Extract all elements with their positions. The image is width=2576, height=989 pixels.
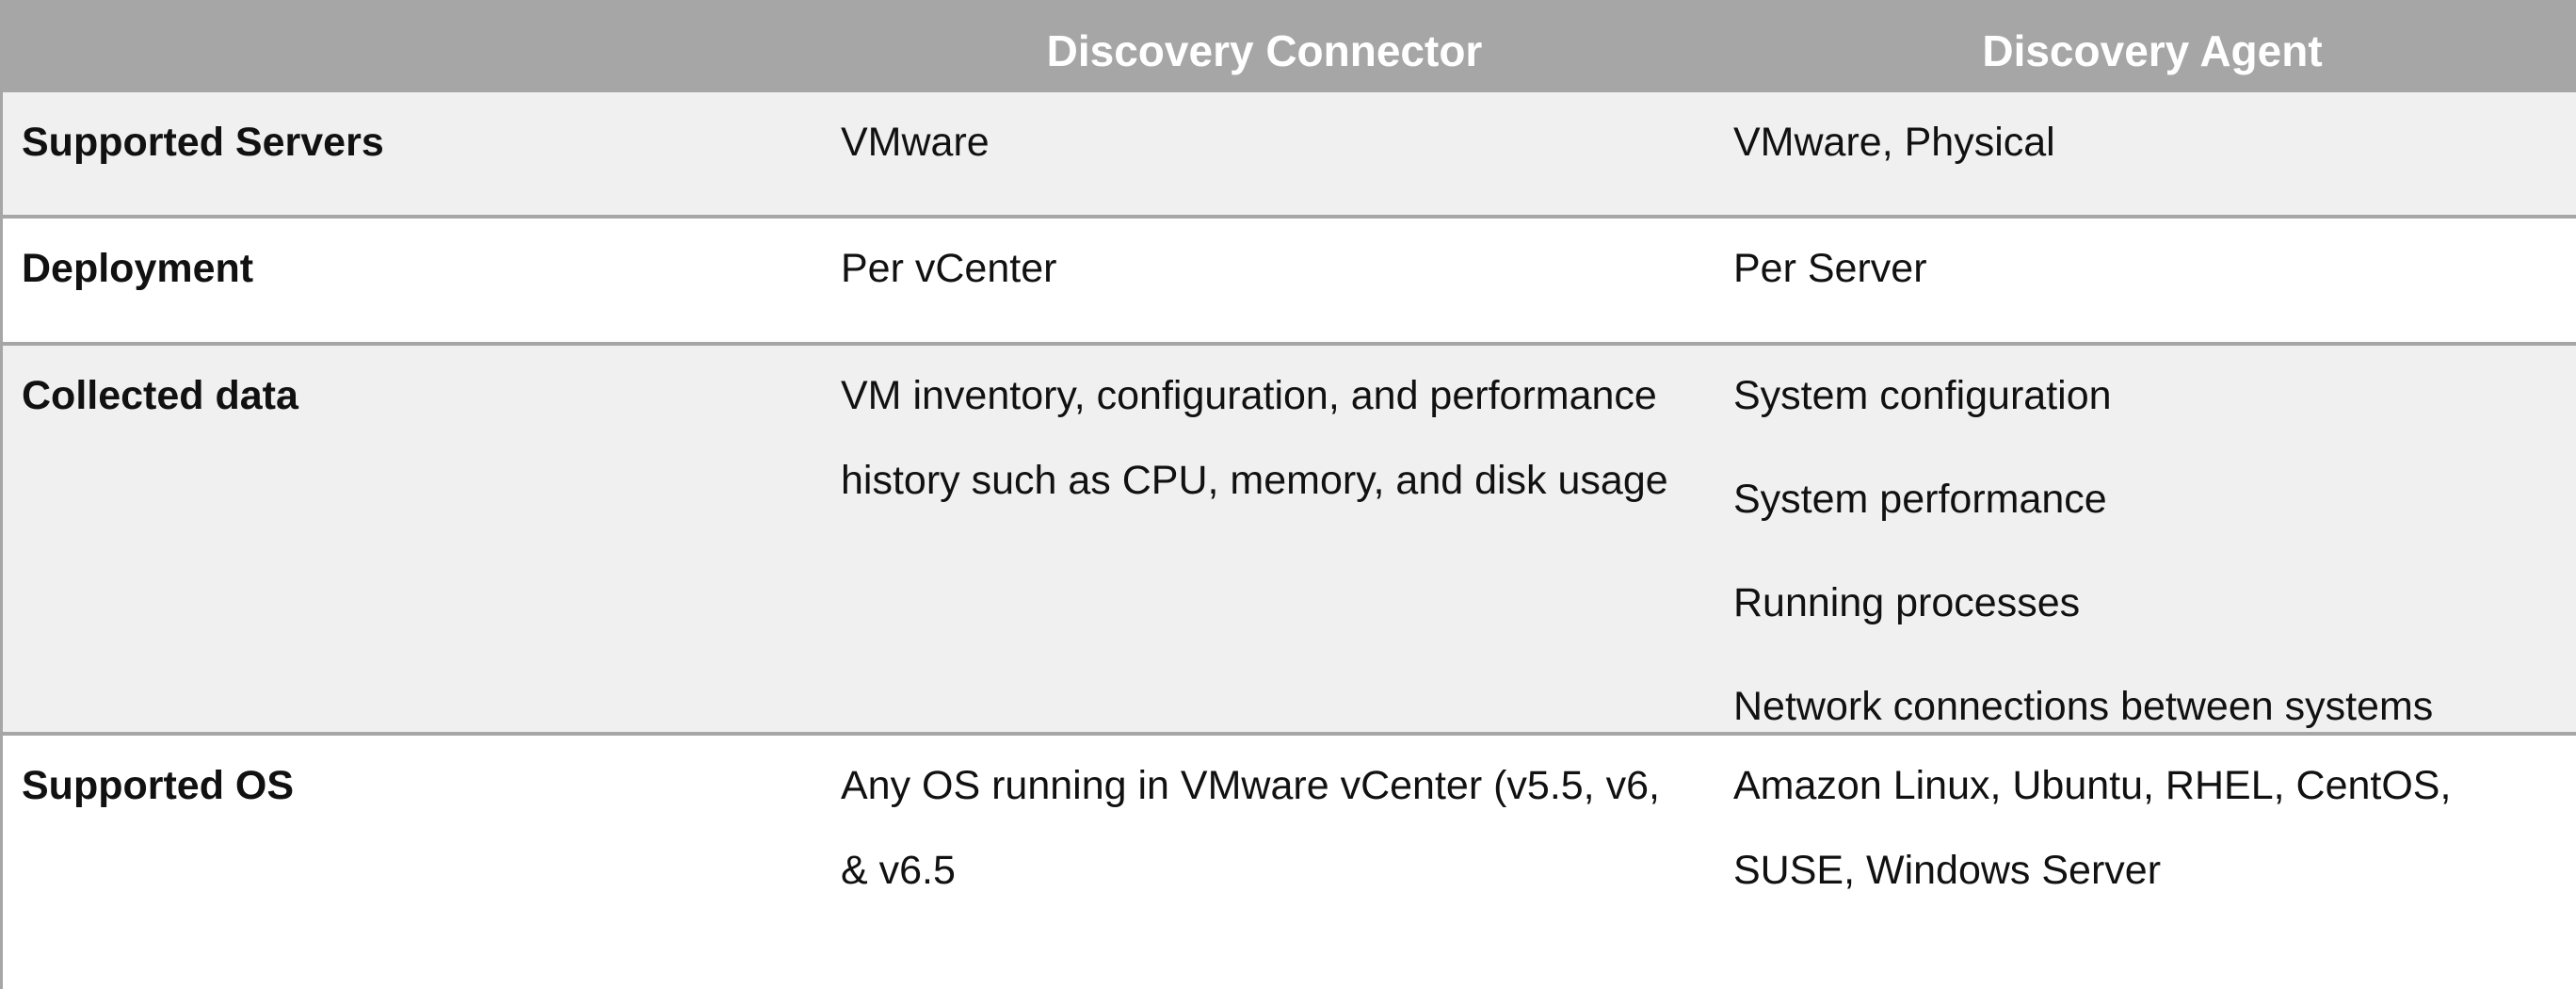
connector-cell: VM inventory, configuration, and perform… xyxy=(841,373,1668,503)
row-label: Deployment xyxy=(22,246,254,291)
agent-line: SUSE, Windows Server xyxy=(1733,848,2162,893)
table-row-deployment: Deployment Per vCenter Per Server xyxy=(3,219,2576,346)
list-item: System configuration xyxy=(1733,373,2112,418)
agent-cell: VMware, Physical xyxy=(1733,120,2055,165)
row-label: Supported Servers xyxy=(22,120,384,165)
table-header-row: Discovery Connector Discovery Agent xyxy=(3,0,2576,92)
list-item: Running processes xyxy=(1733,580,2081,625)
agent-cell: Amazon Linux, Ubuntu, RHEL, CentOS, SUSE… xyxy=(1733,743,2451,913)
connector-cell: Any OS running in VMware vCenter (v5.5, … xyxy=(841,763,1660,893)
row-label: Collected data xyxy=(22,373,298,418)
table-row-supported-os: Supported OS Any OS running in VMware vC… xyxy=(3,736,2576,989)
connector-cell: VMware xyxy=(841,120,990,165)
table-row-supported-servers: Supported Servers VMware VMware, Physica… xyxy=(3,92,2576,219)
agent-cell: System configuration System performance … xyxy=(1733,344,2433,758)
list-item: System performance xyxy=(1733,477,2107,522)
list-item: Network connections between systems xyxy=(1733,684,2434,729)
agent-line: Amazon Linux, Ubuntu, RHEL, CentOS, xyxy=(1733,763,2452,808)
agent-cell: Per Server xyxy=(1733,246,1927,291)
table-row-collected-data: Collected data VM inventory, configurati… xyxy=(3,346,2576,736)
agent-list: System configuration System performance … xyxy=(1733,344,2433,758)
header-discovery-connector: Discovery Connector xyxy=(1046,26,1483,75)
row-label: Supported OS xyxy=(22,763,295,808)
connector-cell: Per vCenter xyxy=(841,246,1057,291)
header-discovery-agent: Discovery Agent xyxy=(1982,26,2323,75)
